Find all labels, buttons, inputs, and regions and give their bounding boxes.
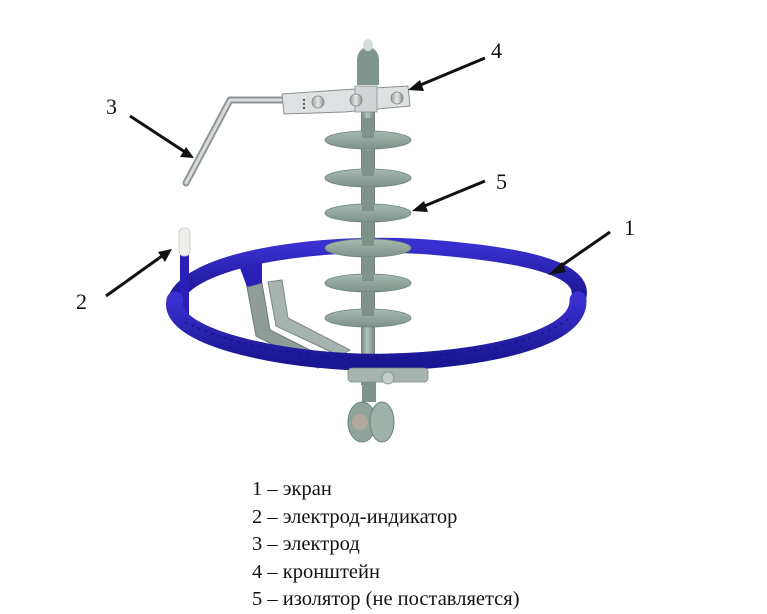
insulator: [324, 39, 412, 385]
bracket: [281, 85, 411, 115]
callout-1: 1: [624, 215, 635, 240]
legend-item: 2 – электрод-индикатор: [252, 505, 458, 528]
legend-item: 1 – экран: [252, 478, 332, 500]
callout-3: 3: [106, 94, 117, 119]
callout-2: 2: [76, 289, 87, 314]
device-illustration: 1 2 3 4 5: [76, 38, 635, 443]
callout-4: 4: [491, 38, 502, 63]
electrode-rod: [182, 96, 294, 187]
legend-item: 3 – электрод: [252, 533, 360, 555]
legend-item: 5 – изолятор (не поставляется): [252, 588, 520, 610]
legend-item: 4 – кронштейн: [252, 560, 380, 583]
bottom-clevis: [347, 367, 429, 443]
screen-ring-front: [166, 291, 587, 371]
indicator-electrode: [178, 227, 191, 315]
legend: 1 – экран 2 – электрод-индикатор 3 – эле…: [252, 476, 520, 614]
callout-5: 5: [496, 169, 507, 194]
callout-arrows: [105, 56, 611, 298]
